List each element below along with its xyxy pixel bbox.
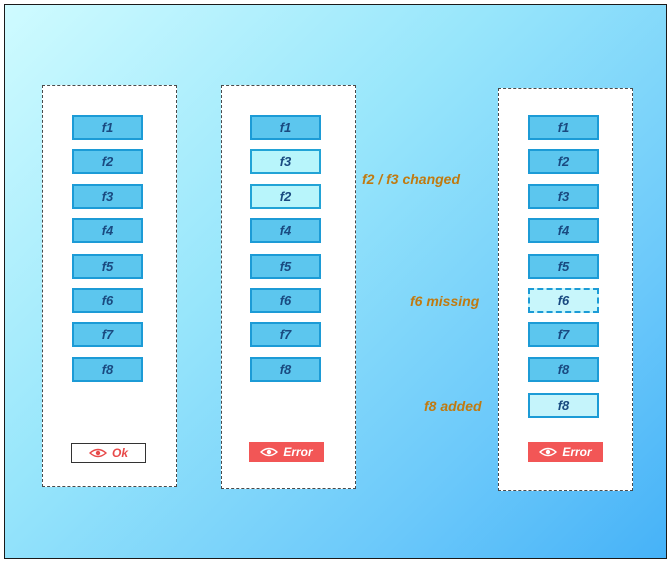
column-1-field-8: f8 (72, 357, 143, 382)
column-3-field-1: f1 (528, 115, 599, 140)
eye-icon (260, 447, 279, 457)
column-3-field-6: f6 (528, 288, 599, 313)
column-2-field-2: f3 (250, 149, 321, 174)
column-2-panel (221, 85, 356, 489)
column-2-field-5: f5 (250, 254, 321, 279)
diagram-canvas: f1 f2 f3 f4 f5 f6 f7 f8 Ok f1 f3 f2 f4 f… (4, 4, 667, 559)
column-1-status-badge: Ok (71, 443, 146, 463)
column-2-field-6: f6 (250, 288, 321, 313)
column-2-field-7: f7 (250, 322, 321, 347)
column-3-field-7: f7 (528, 322, 599, 347)
status-label: Error (283, 445, 313, 459)
column-1-field-7: f7 (72, 322, 143, 347)
column-3-field-8: f8 (528, 357, 599, 382)
column-3-field-5: f5 (528, 254, 599, 279)
status-label: Ok (111, 446, 128, 460)
annotation-missing: f6 missing (410, 293, 480, 309)
annotation-added: f8 added (424, 398, 482, 414)
column-1-panel (42, 85, 177, 487)
column-3-field-added: f8 (528, 393, 599, 418)
column-1-field-6: f6 (72, 288, 143, 313)
column-3-field-2: f2 (528, 149, 599, 174)
column-2-field-4: f4 (250, 218, 321, 243)
status-label: Error (562, 445, 592, 459)
column-3-field-3: f3 (528, 184, 599, 209)
column-2-field-3: f2 (250, 184, 321, 209)
column-1-field-5: f5 (72, 254, 143, 279)
column-2-status-badge: Error (249, 442, 324, 462)
eye-icon (88, 448, 107, 458)
annotation-changed: f2 / f3 changed (362, 171, 461, 187)
column-1-field-3: f3 (72, 184, 143, 209)
column-1-field-4: f4 (72, 218, 143, 243)
column-3-field-4: f4 (528, 218, 599, 243)
eye-icon (539, 447, 558, 457)
column-2-field-8: f8 (250, 357, 321, 382)
column-1-field-2: f2 (72, 149, 143, 174)
column-3-status-badge: Error (528, 442, 603, 462)
column-1-field-1: f1 (72, 115, 143, 140)
column-2-field-1: f1 (250, 115, 321, 140)
